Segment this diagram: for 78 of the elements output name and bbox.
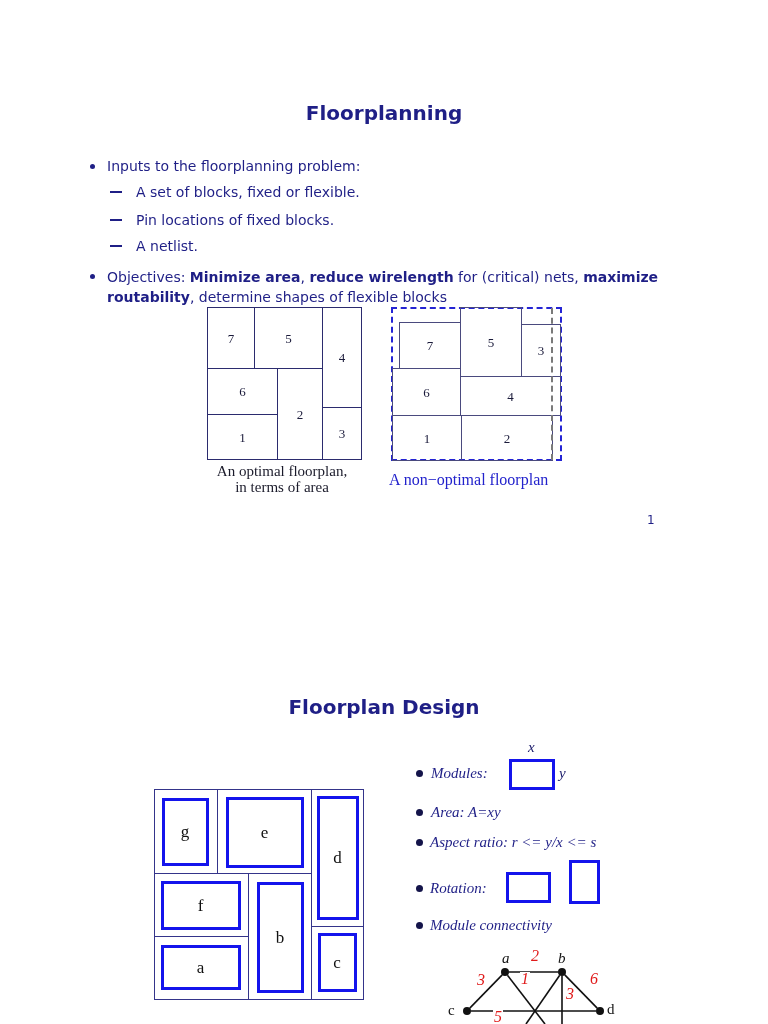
dimension-label: x xyxy=(528,740,535,755)
floorplan-block xyxy=(521,324,561,377)
floorplan-slot xyxy=(153,788,218,874)
slide-title: Floorplanning xyxy=(305,101,463,125)
bullet-text: Rotation: xyxy=(430,879,487,897)
block-label: 1 xyxy=(423,431,431,445)
graph-edge xyxy=(469,974,503,1009)
graph-edge xyxy=(525,974,561,1024)
floorplan-slot xyxy=(153,935,249,1000)
block-label: b xyxy=(275,928,285,946)
bullet-text: Module connectivity xyxy=(430,916,553,934)
graph-vertex xyxy=(463,1007,471,1015)
floorplan-slot xyxy=(310,788,364,927)
floorplan-block xyxy=(392,415,462,461)
page-number: 1 xyxy=(647,513,655,527)
module-rect xyxy=(569,860,600,904)
block-label: 1 xyxy=(239,430,246,444)
block-label: e xyxy=(260,823,269,841)
block-label: 3 xyxy=(537,344,545,357)
module-rect xyxy=(160,880,241,930)
module-rect xyxy=(160,944,241,990)
graph-edge xyxy=(506,974,546,1024)
block-label: 2 xyxy=(503,431,511,445)
block-label: 5 xyxy=(285,331,292,345)
dashed-bounding-box xyxy=(391,307,562,461)
module-rect xyxy=(161,797,209,866)
block-label: d xyxy=(333,849,342,866)
block-label: 6 xyxy=(239,385,246,398)
block-label: 3 xyxy=(338,427,346,440)
vertex-label: a xyxy=(502,951,510,965)
bullet-text: Objectives: Minimize area, reduce wirelength for (critical) nets, maximize routability, determine shapes of flexible blocks xyxy=(107,268,660,307)
floorplan-slot xyxy=(310,925,364,1000)
block-label: g xyxy=(180,823,190,840)
block-label: a xyxy=(196,958,205,976)
graph-vertex xyxy=(596,1007,604,1015)
figure-caption: A non−optimal floorplan xyxy=(389,471,549,489)
bullet-text: Aspect ratio: r <= y/x <= s xyxy=(430,833,597,851)
block-label: 4 xyxy=(507,389,514,403)
edge-label: 3 xyxy=(476,973,486,987)
block-label: f xyxy=(197,896,204,914)
block-label: 2 xyxy=(296,407,304,421)
sub-bullet-text: A netlist. xyxy=(136,237,198,255)
module-rect xyxy=(256,881,304,993)
module-rect xyxy=(225,796,304,868)
floorplan-block xyxy=(399,322,461,369)
graph-vertex xyxy=(501,968,509,976)
graph-edge xyxy=(564,974,598,1009)
block-label: 6 xyxy=(423,385,430,399)
graph-edge xyxy=(470,1010,597,1012)
figure-caption: An optimal floorplan, in terms of area xyxy=(215,463,349,495)
block-label: 5 xyxy=(487,335,495,349)
vertex-label: c xyxy=(448,1003,455,1017)
bullet-text: Inputs to the floorplanning problem: xyxy=(107,157,361,175)
module-rect xyxy=(506,872,551,903)
bullet-text: Modules: xyxy=(431,764,488,782)
edge-label: 1 xyxy=(520,972,530,986)
vertex-label: b xyxy=(558,951,566,965)
block-label: 4 xyxy=(338,351,346,364)
module-rect xyxy=(509,759,555,790)
block-label: 7 xyxy=(426,339,434,352)
sub-bullet-text: Pin locations of fixed blocks. xyxy=(136,211,335,229)
sub-bullet-text: A set of blocks, fixed or flexible. xyxy=(136,183,360,201)
graph-edge xyxy=(561,975,563,1024)
edge-label: 2 xyxy=(530,949,540,963)
vertex-label: d xyxy=(607,1002,615,1016)
bullet-text: Area: A=xy xyxy=(431,803,501,821)
block-label: 7 xyxy=(227,331,235,345)
module-rect xyxy=(317,932,357,992)
graph-edge xyxy=(508,971,559,973)
edge-label: 3 xyxy=(565,987,575,1001)
block-label: c xyxy=(333,953,341,971)
module-rect xyxy=(316,795,359,920)
graph-vertex xyxy=(558,968,566,976)
edge-label: 5 xyxy=(493,1010,503,1024)
slide-title: Floorplan Design xyxy=(288,695,480,719)
edge-label: 6 xyxy=(589,972,599,986)
dimension-label: y xyxy=(559,766,566,781)
floorplan-outline xyxy=(154,789,364,1000)
